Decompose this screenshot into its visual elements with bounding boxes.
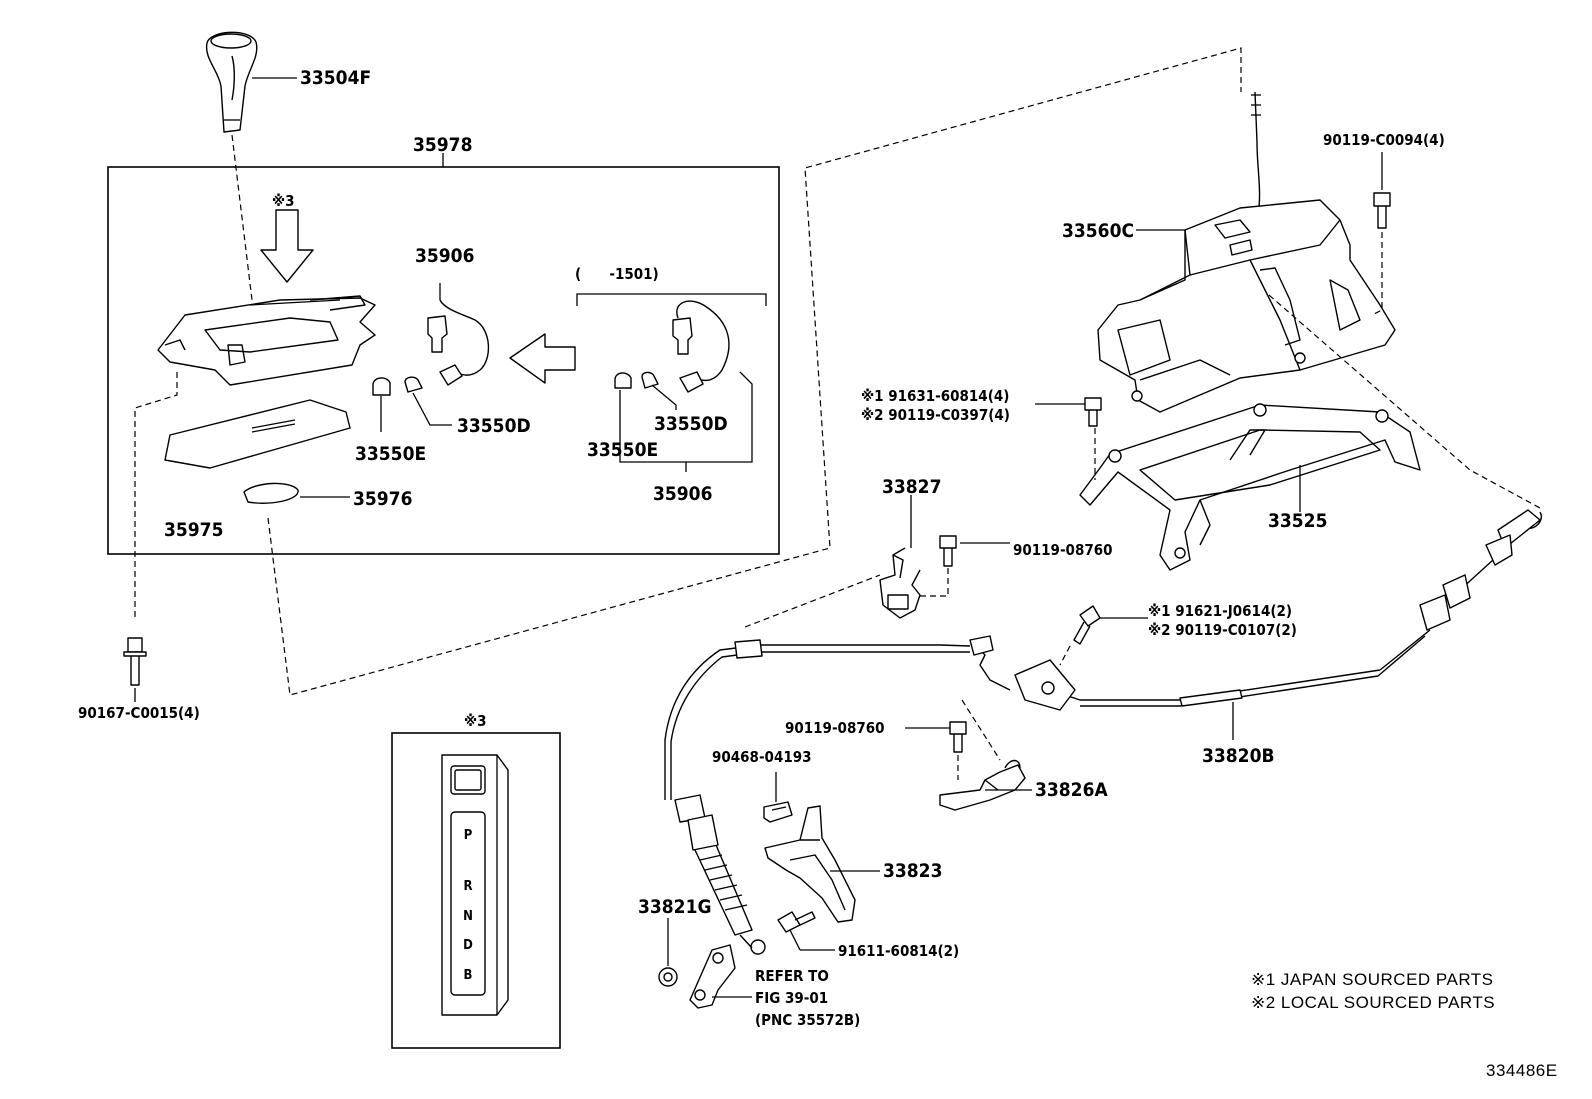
label-33823: 33823: [883, 860, 942, 882]
label-33550e-main: 33550E: [355, 443, 426, 465]
label-35906-main: 35906: [415, 245, 474, 267]
label-35978: 35978: [413, 134, 472, 156]
clamp-33826a[interactable]: [939, 759, 1026, 811]
label-90167-c0015: 90167-C0015(4): [78, 704, 200, 722]
socket-variant[interactable]: [614, 300, 730, 393]
label-90119-c0094: 90119-C0094(4): [1323, 131, 1445, 149]
indicator-d: D: [463, 938, 473, 953]
indicator-panel: [441, 754, 509, 1016]
label-pnc-35572b: (PNC 35572B): [755, 1011, 860, 1029]
label-33820b: 33820B: [1202, 745, 1275, 767]
footnote-japan: ※1 JAPAN SOURCED PARTS: [1251, 970, 1494, 989]
label-33550d-variant: 33550D: [654, 413, 728, 435]
shift-lever-assy[interactable]: [1097, 91, 1396, 413]
indicator-r: R: [463, 879, 472, 894]
indicator-p: P: [464, 828, 473, 843]
lower-bracket[interactable]: [689, 944, 736, 1009]
label-33826a: 33826A: [1035, 779, 1108, 801]
socket-main[interactable]: [427, 283, 490, 386]
bolt-clamp-top[interactable]: [939, 535, 957, 567]
label-35976: 35976: [353, 488, 412, 510]
label-33821g: 33821G: [638, 896, 712, 918]
label-35906-variant: 35906: [653, 483, 712, 505]
clamp-33827[interactable]: [879, 547, 921, 619]
bolt-bracket[interactable]: [1084, 397, 1102, 427]
bulb-e-main[interactable]: [372, 377, 391, 396]
label-91611-60814: 91611-60814(2): [838, 942, 959, 960]
label-33504f: 33504F: [300, 67, 371, 89]
label-33550e-variant: 33550E: [587, 439, 658, 461]
bolt-top[interactable]: [1373, 192, 1391, 229]
footnote-local: ※2 LOCAL SOURCED PARTS: [1251, 993, 1495, 1012]
nut-33821g[interactable]: [658, 967, 678, 987]
label-35975: 35975: [164, 519, 223, 541]
label-fig-39-01: FIG 39-01: [755, 989, 828, 1007]
label-33525: 33525: [1268, 510, 1327, 532]
control-cable[interactable]: [664, 509, 1542, 955]
bracket-33525[interactable]: [1079, 403, 1421, 571]
diagram-id: 334486E: [1486, 1061, 1558, 1080]
label-90119-08760-top: 90119-08760: [1013, 541, 1113, 559]
indicator-b: B: [464, 968, 473, 983]
label-33550d-main: 33550D: [457, 415, 531, 437]
label-90468-04193: 90468-04193: [712, 748, 812, 766]
screw-left[interactable]: [123, 637, 147, 686]
label-90119-08760-mid: 90119-08760: [785, 719, 885, 737]
label-90119-c0397: ※2 90119-C0397(4): [861, 406, 1010, 424]
label-33827: 33827: [882, 476, 941, 498]
label-90119-c0107: ※2 90119-C0107(2): [1148, 621, 1297, 639]
label-view-mark-top: ※3: [272, 192, 295, 210]
view-box: [391, 732, 561, 1049]
label-variant-range: ( -1501): [575, 265, 659, 283]
label-view-mark-box: ※3: [464, 712, 487, 730]
label-33560c: 33560C: [1062, 220, 1134, 242]
bolt-lower[interactable]: [777, 911, 816, 933]
clip-90468[interactable]: [763, 801, 793, 823]
bolt-cable[interactable]: [1073, 605, 1101, 645]
indicator-housing[interactable]: [157, 295, 376, 386]
label-refer-to: REFER TO: [755, 967, 829, 985]
bulb-d-main[interactable]: [404, 376, 423, 393]
shift-knob[interactable]: [205, 31, 258, 133]
bracket-33823[interactable]: [764, 805, 856, 923]
bolt-clamp-mid[interactable]: [949, 721, 967, 753]
label-91631-60814: ※1 91631-60814(4): [861, 387, 1009, 405]
indicator-n: N: [463, 909, 473, 924]
label-91621-j0614: ※1 91621-J0614(2): [1148, 602, 1292, 620]
indicator-letters: P R N D B: [463, 828, 473, 983]
